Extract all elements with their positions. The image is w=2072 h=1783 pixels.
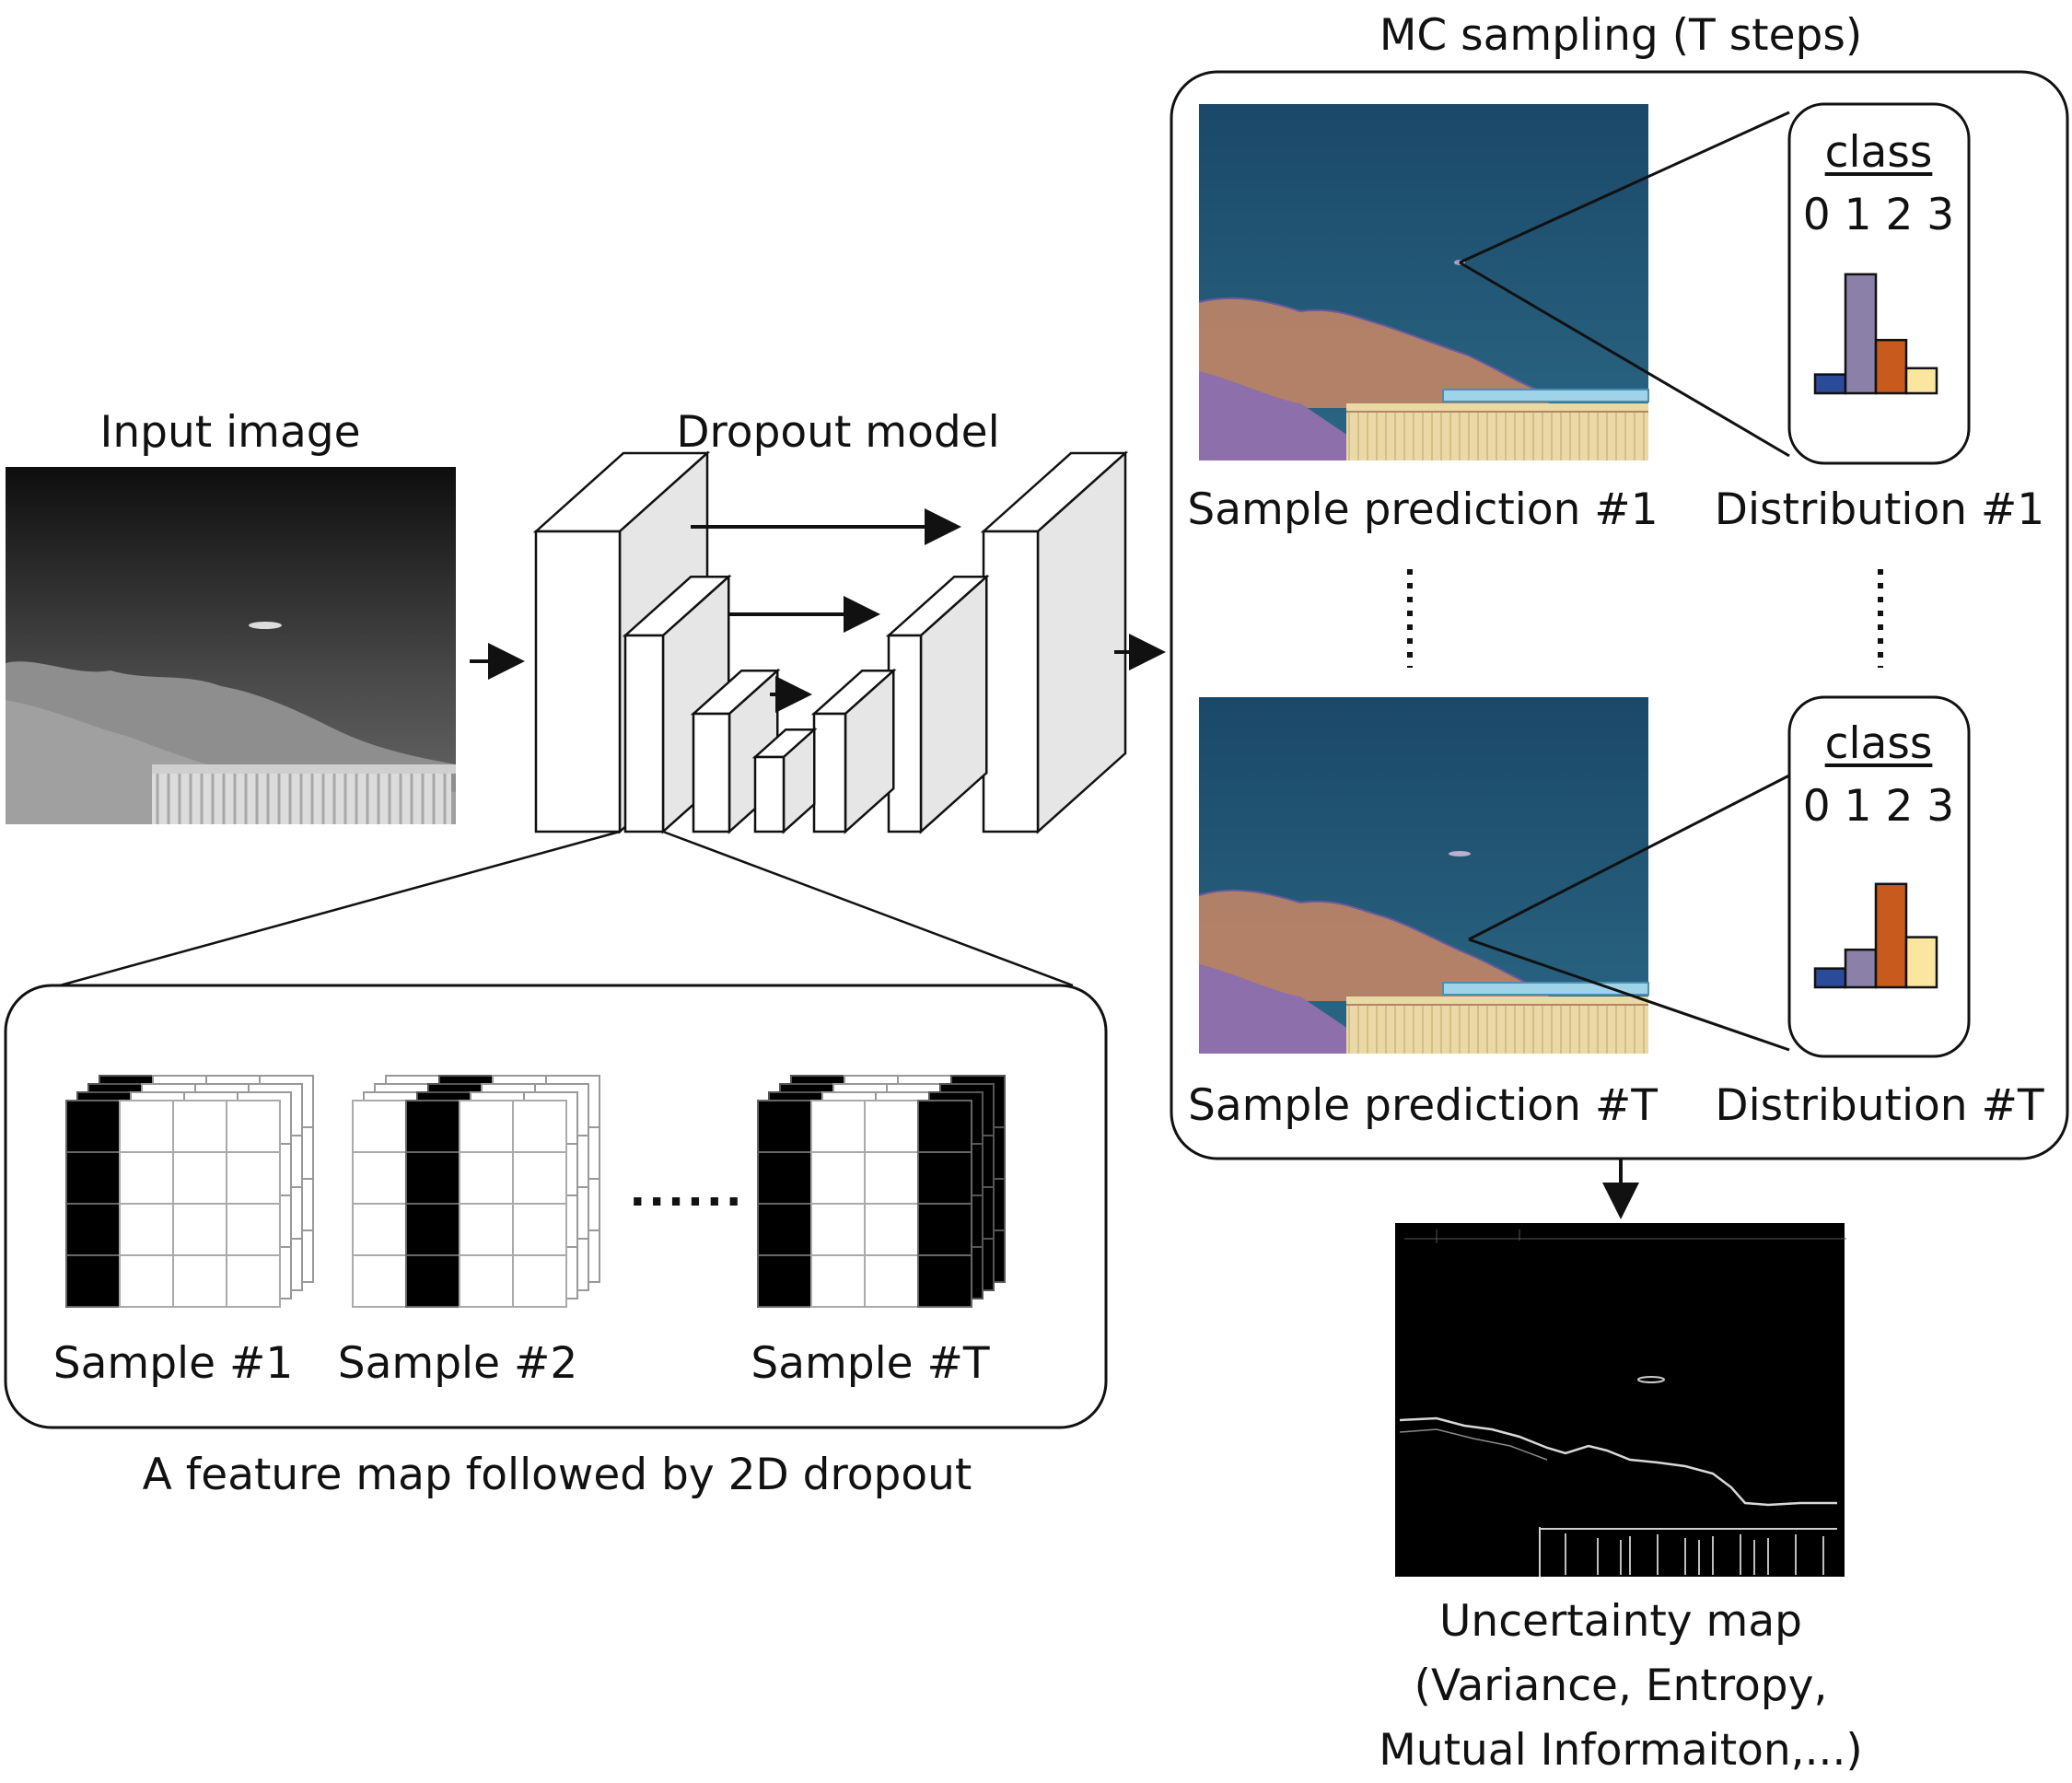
distribution-bar <box>1813 373 1847 395</box>
distribution-bar <box>1904 367 1938 395</box>
class-tick-labels: 0 1 2 3 <box>1802 781 1955 832</box>
distribution-bar <box>1844 948 1878 989</box>
layer-block <box>751 727 818 834</box>
layer-block <box>885 574 990 834</box>
layer-block <box>980 450 1129 834</box>
feature-map-caption: A feature map followed by 2D dropout <box>142 1450 972 1500</box>
layer-block <box>810 668 897 834</box>
sample-2-label: Sample #2 <box>337 1338 578 1389</box>
distribution-bar <box>1904 936 1938 989</box>
uncertainty-line2: (Variance, Entropy, <box>1414 1661 1828 1711</box>
dropout-model-title: Dropout model <box>676 407 1000 458</box>
mc-sampling-title: MC sampling (T steps) <box>1379 10 1863 61</box>
class-tick-labels: 0 1 2 3 <box>1802 190 1955 240</box>
horizontal-ellipsis: ...... <box>629 1166 745 1217</box>
sample-prediction-image <box>1198 104 1649 460</box>
callout-line <box>1459 261 1790 458</box>
distribution-bar <box>1844 273 1878 395</box>
zoom-line <box>662 830 1074 987</box>
sample-1-label: Sample #1 <box>52 1338 294 1389</box>
sample-prediction-image <box>1198 697 1649 1054</box>
class-axis-title: class <box>1824 127 1933 178</box>
class-axis-title: class <box>1824 718 1933 769</box>
sample-prediction-1-label: Sample prediction #1 <box>1187 484 1659 535</box>
distribution-bar <box>1874 338 1908 395</box>
feature-map-cube <box>352 1075 600 1308</box>
distribution-bar <box>1874 882 1908 989</box>
distribution-t-label: Distribution #T <box>1715 1080 2044 1131</box>
callout-line <box>1459 111 1790 264</box>
feature-map-cubes <box>65 1075 1006 1308</box>
dropout-model-network <box>532 450 1129 834</box>
feature-map-cube <box>757 1075 1006 1308</box>
callout-line <box>1468 774 1790 941</box>
sample-t-label: Sample #T <box>751 1338 990 1389</box>
callout-line <box>1468 938 1790 1052</box>
uncertainty-line3: Mutual Informaiton,...) <box>1379 1725 1863 1776</box>
distribution-1-label: Distribution #1 <box>1714 484 2045 535</box>
distribution-bars <box>1813 273 1938 989</box>
uncertainty-map-image <box>1395 1223 1846 1577</box>
uncertainty-title: Uncertainty map <box>1439 1596 1802 1647</box>
sample-prediction-t-label: Sample prediction #T <box>1187 1080 1659 1131</box>
zoom-line <box>59 830 621 987</box>
input-image <box>6 467 456 824</box>
distribution-bar <box>1813 967 1847 989</box>
input-image-title: Input image <box>99 407 361 458</box>
feature-map-cube <box>65 1075 314 1308</box>
